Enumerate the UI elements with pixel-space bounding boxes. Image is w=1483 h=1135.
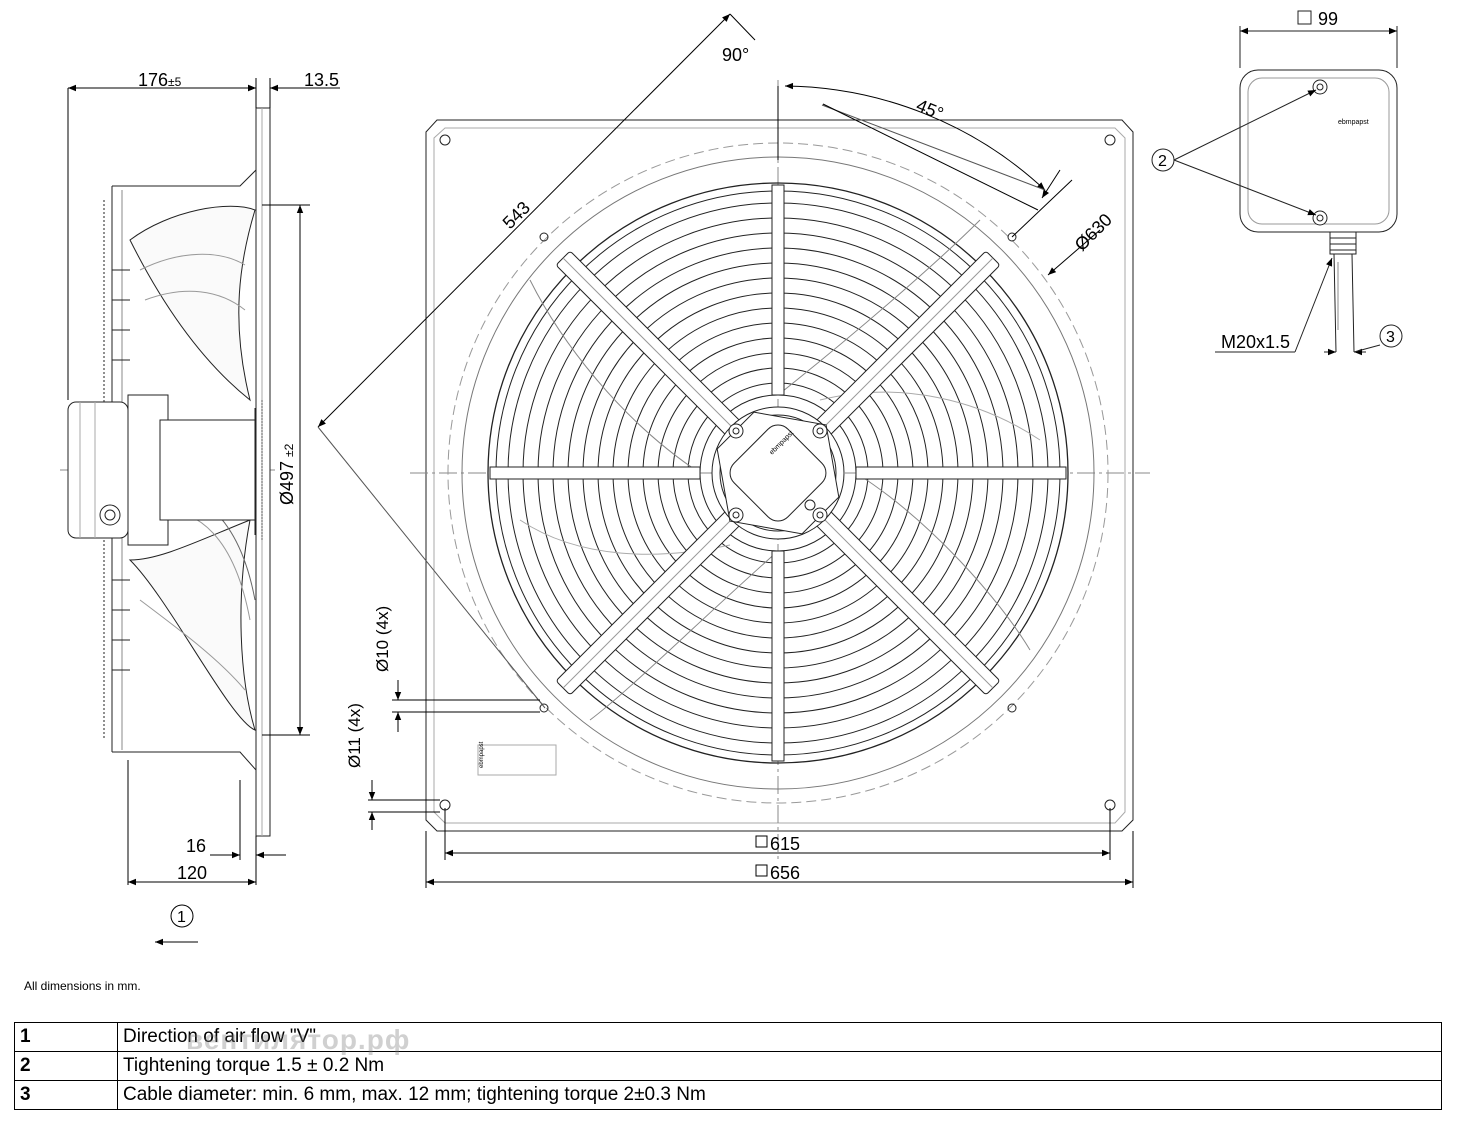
depth-label: 176 — [138, 70, 168, 90]
hole-10-label: Ø10 (4x) — [373, 606, 392, 672]
front-view — [410, 80, 1150, 860]
guard-diameter-label: Ø497 — [277, 461, 297, 505]
legend-row: 2 Tightening torque 1.5 ± 0.2 Nm — [14, 1051, 1442, 1081]
square-656-label: 656 — [770, 863, 800, 883]
callout-1: 1 — [177, 909, 186, 926]
dim-120-label: 120 — [177, 863, 207, 883]
dim-16-label: 16 — [186, 836, 206, 856]
units-note: All dimensions in mm. — [24, 979, 141, 993]
angle-90-label: 90° — [722, 45, 749, 65]
watermark: вентилятор.рф — [186, 1024, 411, 1055]
legend-number: 3 — [14, 1080, 118, 1110]
terminal-box-brand: ebmpapst — [1338, 119, 1369, 126]
terminal-box-view — [1151, 10, 1403, 356]
guard-diameter-tolerance: ±2 — [282, 443, 296, 457]
legend-text: Tightening torque 1.5 ± 0.2 Nm — [117, 1051, 1442, 1081]
legend-text: Cable diameter: min. 6 mm, max. 12 mm; t… — [117, 1080, 1442, 1110]
square-99-label: 99 — [1318, 9, 1338, 29]
rating-plate-brand: ebmpapst — [479, 741, 485, 768]
legend-row: 3 Cable diameter: min. 6 mm, max. 12 mm;… — [14, 1080, 1442, 1110]
legend-number: 2 — [14, 1051, 118, 1081]
square-615-label: 615 — [770, 834, 800, 854]
flange-label: 13.5 — [304, 70, 339, 90]
side-view — [60, 107, 275, 837]
technical-drawing: 176 ±5 13.5 Ø497 ±2 16 120 1 — [60, 9, 1403, 946]
front-dimensions — [317, 13, 1134, 888]
legend-number: 1 — [14, 1022, 118, 1052]
depth-tolerance: ±5 — [168, 75, 182, 89]
callout-2: 2 — [1158, 153, 1167, 170]
hole-11-label: Ø11 (4x) — [345, 703, 364, 768]
callout-3: 3 — [1386, 329, 1395, 346]
legend-table: 1 Direction of air flow "V" 2 Tightening… — [14, 1022, 1442, 1110]
thread-label: M20x1.5 — [1221, 332, 1290, 352]
